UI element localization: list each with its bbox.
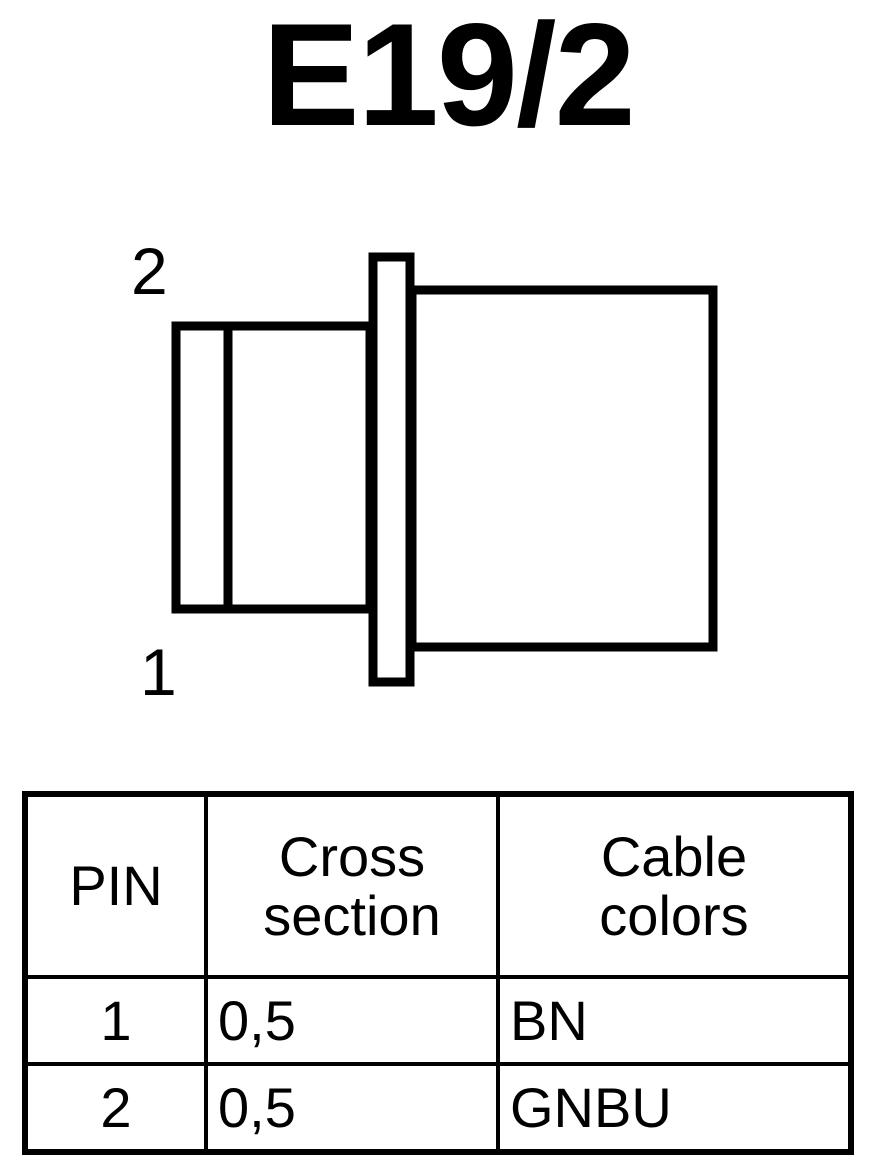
- table-header: PIN Cross section Cable colors: [23, 792, 853, 979]
- column-header-cross-line-2: section: [263, 884, 441, 947]
- connector-mounting-flange: [368, 252, 415, 687]
- cell-cable-color: GNBU: [496, 1062, 853, 1154]
- table-row: 1 0,5 BN: [23, 975, 853, 1066]
- column-header-cable-colors: Cable colors: [496, 792, 853, 979]
- connector-drawing: [171, 252, 718, 687]
- connector-front-barrel: [171, 321, 375, 614]
- column-header-colors-line-1: Cable: [600, 824, 748, 888]
- cell-cross-section: 0,5: [204, 975, 500, 1066]
- pin-callout-2: 2: [131, 234, 168, 308]
- column-header-colors-line-2: colors: [599, 884, 749, 947]
- cell-pin: 2: [23, 1062, 208, 1154]
- connector-drawing-svg: [171, 252, 718, 687]
- table-header-row: PIN Cross section Cable colors: [23, 792, 853, 979]
- table-row: 2 0,5 GNBU: [23, 1062, 853, 1154]
- column-header-pin-line-1: PIN: [69, 854, 163, 918]
- cell-cross-section: 0,5: [204, 1062, 500, 1154]
- column-header-cross-section: Cross section: [204, 792, 500, 979]
- pin-callout-1: 1: [140, 635, 177, 709]
- column-header-cross-line-1: Cross: [278, 824, 426, 888]
- page-title: E19/2: [262, 0, 636, 156]
- cell-cable-color: BN: [496, 975, 853, 1066]
- pin-assignment-table: PIN Cross section Cable colors 1 0,5 BN …: [22, 791, 854, 1155]
- connector-rear-body: [407, 285, 718, 652]
- cell-pin: 1: [23, 975, 208, 1066]
- table-body: 1 0,5 BN 2 0,5 GNBU: [23, 975, 853, 1154]
- column-header-pin: PIN: [23, 792, 208, 979]
- pin-table-container: PIN Cross section Cable colors 1 0,5 BN …: [22, 791, 854, 1155]
